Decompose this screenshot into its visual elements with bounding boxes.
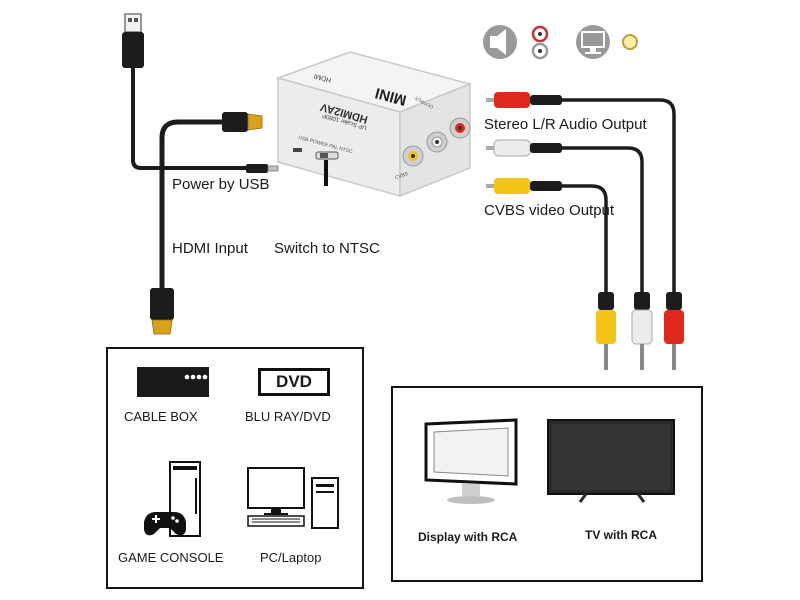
dvd-icon: DVD (258, 368, 330, 396)
cvbs-video-output-label: CVBS video Output (484, 202, 615, 219)
monitor-icon (422, 418, 520, 506)
stereo-audio-output-label: Stereo L/R Audio Output (484, 116, 647, 133)
converter-side-text: HDMI (313, 72, 332, 83)
display-with-rca-label: Display with RCA (418, 530, 518, 544)
usb-cable (122, 13, 279, 173)
rca-jack-pair-icon (531, 25, 549, 60)
hdmi-input-label: HDMI Input (172, 240, 248, 257)
rca-cable-yellow (486, 178, 616, 370)
pc-laptop-icon (246, 466, 346, 536)
tv-with-rca-label: TV with RCA (585, 528, 657, 542)
audio-speaker-icon (483, 25, 517, 59)
cable-box-label: CABLE BOX (124, 409, 198, 424)
blu-ray-dvd-label: BLU RAY/DVD (245, 409, 331, 424)
power-by-usb-label: Power by USB (172, 176, 270, 193)
hdmi-cable (150, 112, 263, 335)
pc-laptop-label: PC/Laptop (260, 550, 322, 565)
switch-to-ntsc-label: Switch to NTSC (274, 240, 380, 257)
video-monitor-icon (576, 25, 610, 59)
video-jack-icon (622, 34, 638, 50)
game-console-icon (140, 458, 212, 544)
converter-cvbs-text: CVBS (394, 171, 409, 182)
rca-cable-red (486, 92, 684, 370)
game-console-label: GAME CONSOLE (118, 550, 224, 565)
rca-cable-white (486, 139, 653, 370)
tv-icon (546, 418, 676, 504)
hdmi2av-converter: MINI HDMI2AV UP Scaler 1080P HDMI OUTPUT… (275, 51, 473, 198)
cable-box-icon (137, 367, 209, 397)
dvd-badge-text: DVD (276, 372, 312, 391)
